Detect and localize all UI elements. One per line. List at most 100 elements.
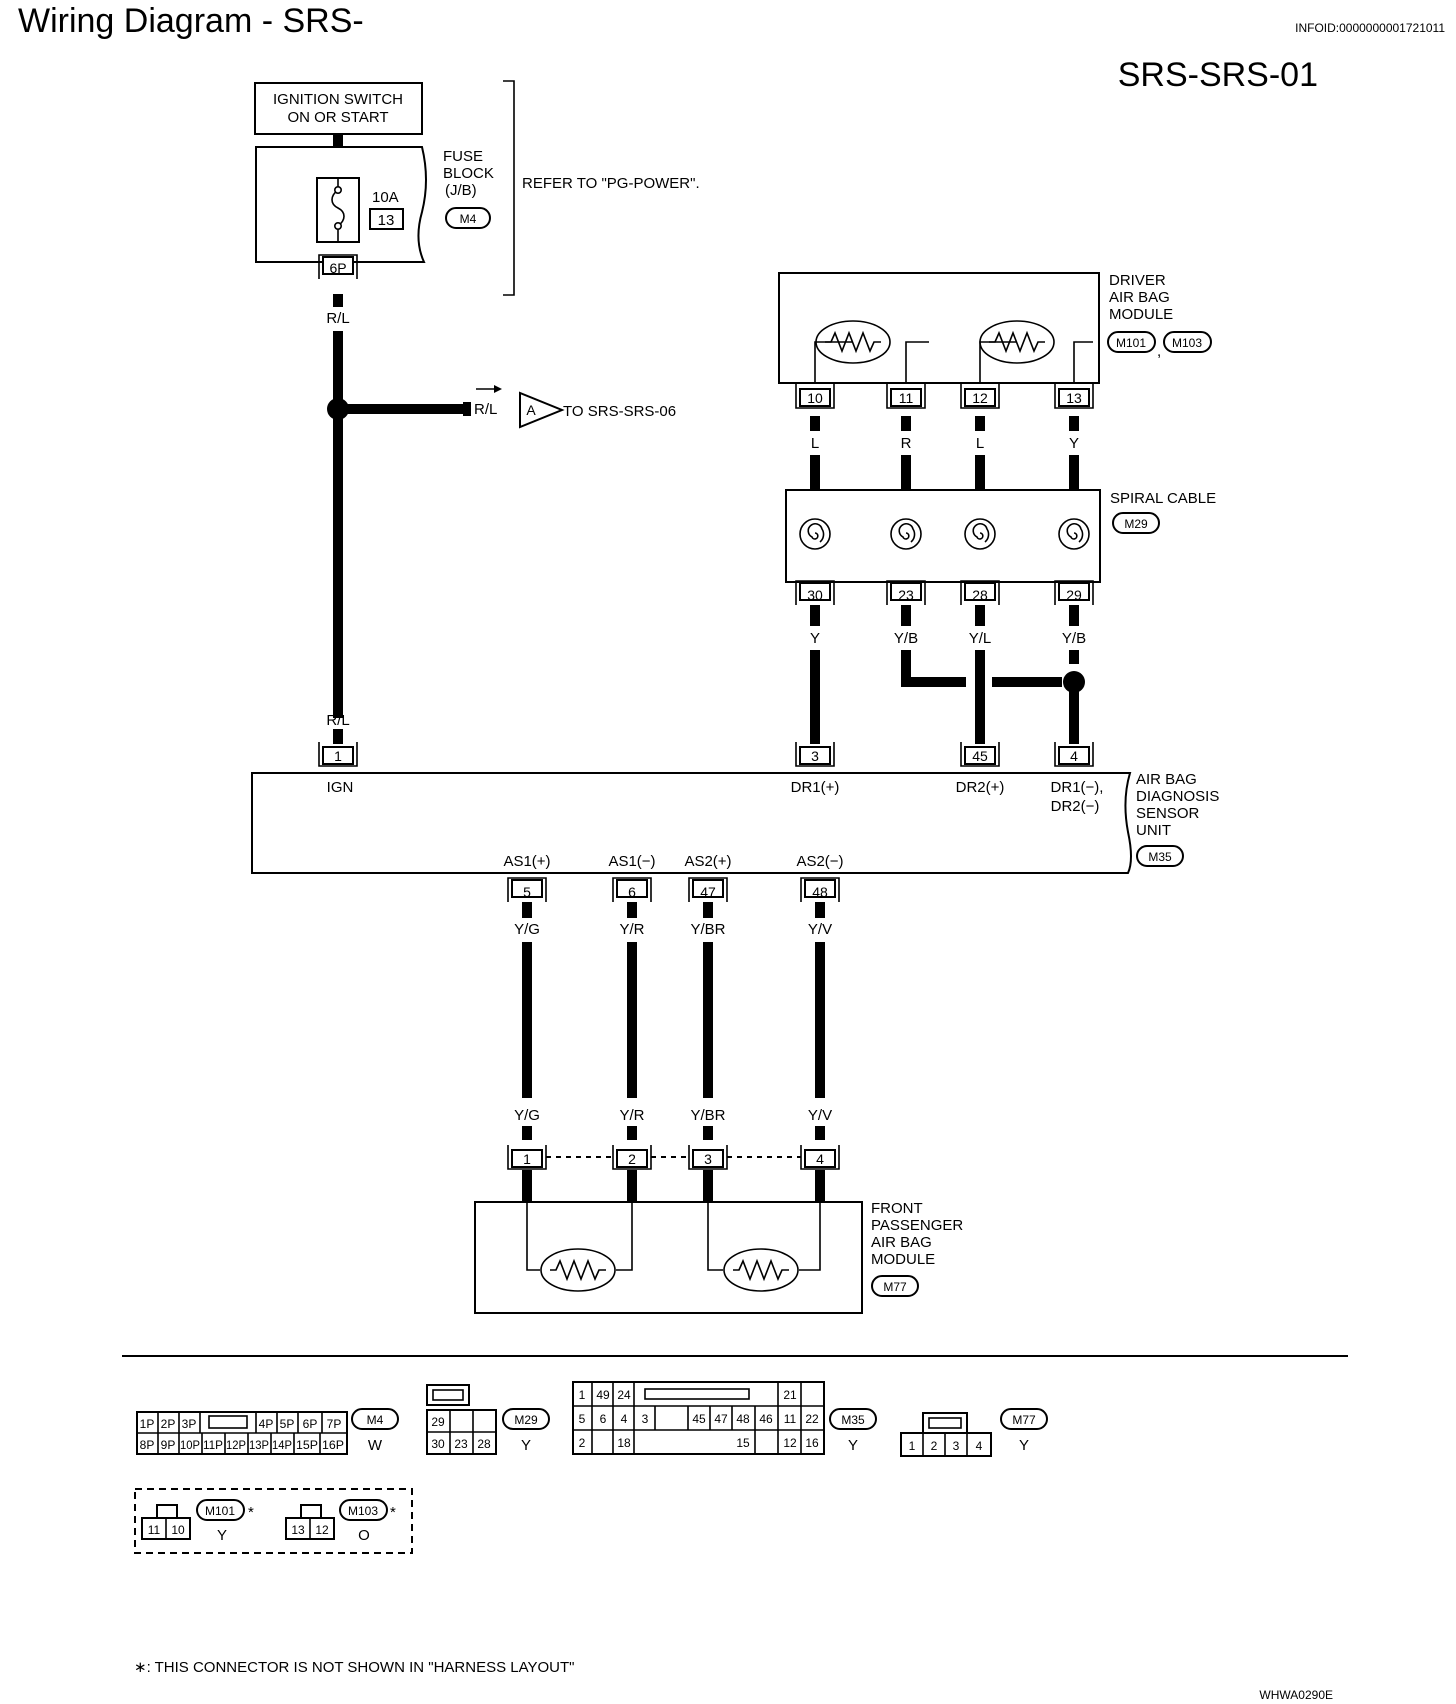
- wire-label-spiral-28: Y/L: [969, 630, 992, 647]
- not-in-layout-marker: *: [248, 1504, 254, 1521]
- connector-view-m4: 1P 2P 3P 4P 5P 6P 7P 8P 9P 10P 11P 12P 1…: [136, 1408, 399, 1455]
- pin-function: DR1(−),: [1051, 779, 1104, 796]
- pin-cell: 3: [953, 1439, 960, 1453]
- front-passenger-air-bag-module: FRONT PASSENGER AIR BAG MODULE M77: [474, 1200, 963, 1314]
- air-bag-diagnosis-sensor-unit: AIR BAG DIAGNOSIS SENSOR UNIT M35: [251, 771, 1219, 874]
- pin-cell: 6P: [303, 1417, 318, 1431]
- pin-number: 3: [811, 748, 819, 764]
- driver-module-pin-11: 11: [886, 383, 926, 409]
- wire-label-pass-1: Y/G: [514, 1107, 540, 1124]
- pin-cell: 7P: [327, 1417, 342, 1431]
- pin-cell: 4: [976, 1439, 983, 1453]
- pin-cell: 16P: [322, 1438, 344, 1452]
- spiral-pin-29: 29: [1054, 580, 1094, 606]
- pin-cell: 9P: [161, 1438, 176, 1452]
- wire-label-driver-13: Y: [1069, 435, 1079, 452]
- pin-cell: 18: [617, 1436, 631, 1450]
- diagram-id: SRS-SRS-01: [1118, 56, 1318, 94]
- connector-color: O: [358, 1527, 370, 1544]
- wire-label-as1n-top: Y/R: [619, 921, 644, 938]
- pin-cell: 3: [642, 1412, 649, 1426]
- pin-number: 4: [816, 1151, 824, 1167]
- info-id: INFOID:0000000001721011: [1295, 21, 1445, 35]
- pin-cell: 15P: [296, 1438, 318, 1452]
- sensor-pin-48: AS2(−) 48: [796, 853, 844, 903]
- branch-point: A: [526, 402, 536, 418]
- pin-cell: 5: [579, 1412, 586, 1426]
- connector-name: M35: [841, 1413, 865, 1427]
- sensor-pin-5: AS1(+) 5: [503, 853, 551, 903]
- pin-number: 5: [523, 884, 531, 900]
- connector-name: M29: [514, 1413, 538, 1427]
- wire-label-as1p-top: Y/G: [514, 921, 540, 938]
- pin-number: 45: [972, 748, 988, 764]
- connector-color: Y: [521, 1437, 531, 1454]
- pin-cell: 22: [805, 1412, 819, 1426]
- passenger-module-label-1: FRONT: [871, 1200, 923, 1217]
- connector-color: Y: [217, 1527, 227, 1544]
- pin-cell: 3P: [182, 1417, 197, 1431]
- ignition-switch: IGNITION SWITCH ON OR START: [254, 82, 423, 135]
- pin-number: 48: [812, 884, 828, 900]
- pin-function: IGN: [327, 779, 354, 796]
- pin-number: 6: [628, 884, 636, 900]
- pin-number: 10: [807, 390, 823, 406]
- fuse-rating: 10A: [372, 189, 399, 206]
- passenger-pin-4: 4: [800, 1144, 840, 1170]
- pin-number: 13: [1066, 390, 1082, 406]
- pin-cell: 21: [783, 1388, 797, 1402]
- wire-label-driver-10: L: [811, 435, 819, 452]
- pin-cell: 10P: [180, 1438, 200, 1452]
- pin-number: 12: [972, 390, 988, 406]
- spiral-cable-label: SPIRAL CABLE: [1110, 490, 1216, 507]
- wire-label-pass-3: Y/BR: [690, 1107, 725, 1124]
- pin-number: 28: [972, 587, 988, 603]
- driver-module-connector-2: M103: [1172, 336, 1202, 350]
- pin-number: 2: [628, 1151, 636, 1167]
- wire-label-pass-4: Y/V: [808, 1107, 832, 1124]
- fuse-block: 10A 13 FUSE BLOCK (J/B) M4: [255, 146, 494, 263]
- pin-cell: 47: [714, 1412, 728, 1426]
- fuse-number: 13: [378, 212, 395, 229]
- sensor-unit-label-3: SENSOR: [1136, 805, 1200, 822]
- fuse-terminal: 6P: [318, 254, 358, 280]
- connector-color: W: [368, 1437, 383, 1454]
- pin-cell: 4P: [259, 1417, 274, 1431]
- pin-cell: 10: [171, 1523, 185, 1537]
- spiral-pin-23: 23: [886, 580, 926, 606]
- pin-cell: 8P: [140, 1438, 155, 1452]
- pin-cell: 11: [148, 1523, 161, 1537]
- driver-module-label-1: DRIVER: [1109, 272, 1166, 289]
- pin-cell: 2: [579, 1436, 586, 1450]
- pin-cell: 13P: [249, 1438, 269, 1452]
- sensor-pin-4: 4 DR1(−), DR2(−): [1051, 741, 1104, 815]
- wire-label-spiral-30: Y: [810, 630, 820, 647]
- connector-name: M103: [348, 1504, 378, 1518]
- pin-cell: 2: [931, 1439, 938, 1453]
- wire-rl-bottom: R/L: [326, 712, 349, 729]
- connector-name: M4: [367, 1413, 384, 1427]
- pin-cell: 23: [454, 1437, 468, 1451]
- pin-function: DR1(+): [791, 779, 840, 796]
- driver-module-pin-10: 10: [795, 383, 835, 409]
- wire-label-as2p-top: Y/BR: [690, 921, 725, 938]
- sensor-unit-label-1: AIR BAG: [1136, 771, 1197, 788]
- pin-cell: 12P: [226, 1438, 246, 1452]
- sensor-unit-label-2: DIAGNOSIS: [1136, 788, 1219, 805]
- wire-label-spiral-29: Y/B: [1062, 630, 1086, 647]
- passenger-module-label-4: MODULE: [871, 1251, 935, 1268]
- pin-cell: 24: [617, 1388, 631, 1402]
- pin-cell: 1: [909, 1439, 916, 1453]
- pin-cell: 28: [477, 1437, 491, 1451]
- figure-id: WHWA0290E: [1259, 1688, 1333, 1702]
- pin-function: AS2(−): [796, 853, 843, 870]
- connector-view-m35: 1 49 24 21 5 6 4 3 45 47 48 46 11 22 2 1…: [572, 1381, 877, 1455]
- pin-function: DR2(+): [956, 779, 1005, 796]
- pin-number: 11: [899, 390, 914, 406]
- pin-cell: 11P: [203, 1438, 223, 1452]
- wire-rl-top: R/L: [326, 310, 349, 327]
- pin-function: AS2(+): [684, 853, 731, 870]
- pin-cell: 12: [315, 1523, 329, 1537]
- pin-number: 47: [700, 884, 716, 900]
- wire-label-driver-11: R: [901, 435, 912, 452]
